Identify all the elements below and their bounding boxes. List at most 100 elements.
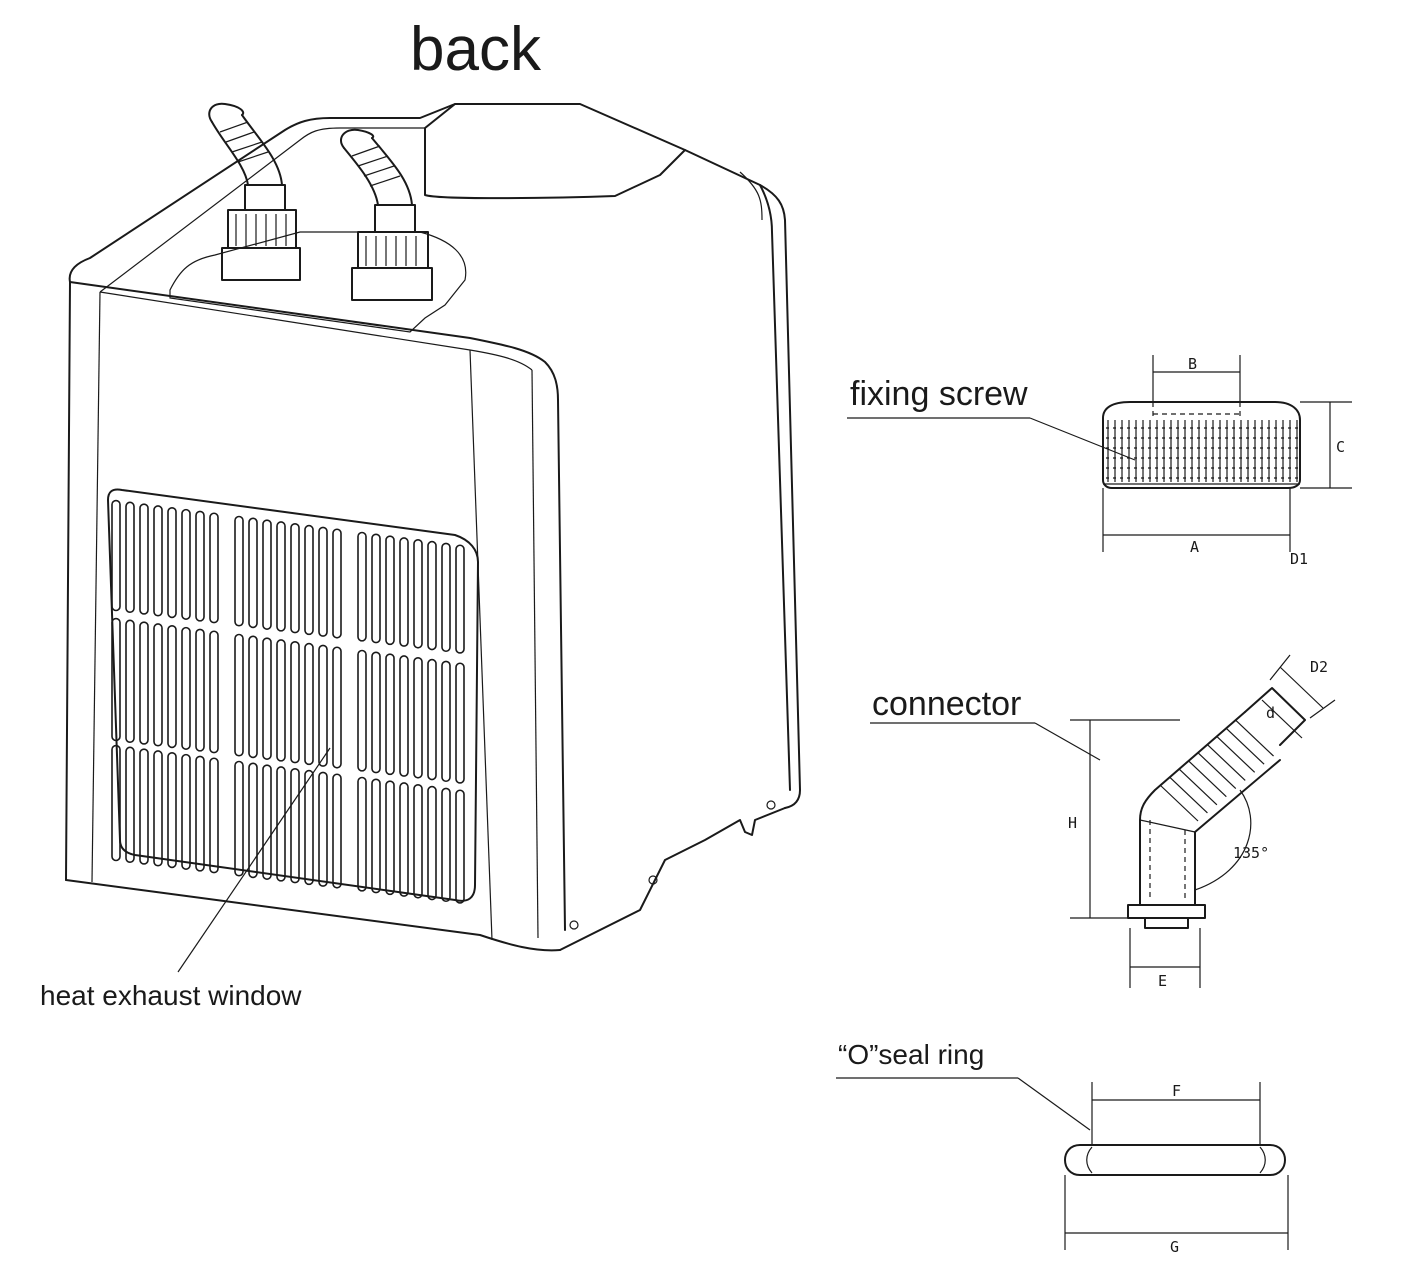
vent-slot	[455, 544, 465, 654]
heat-exhaust-leader-line	[177, 747, 331, 973]
vent-slot	[195, 755, 205, 872]
vent-slot	[399, 782, 409, 897]
fixing-screw-dimensions: B C A D1	[1102, 355, 1352, 568]
vent-slot	[455, 789, 465, 904]
vent-slot	[371, 533, 381, 644]
vent-slot	[111, 499, 121, 612]
dim-d: d	[1266, 704, 1275, 722]
connector-barb-rib	[1225, 727, 1265, 765]
vent-slot	[371, 778, 381, 894]
vent-slot	[234, 760, 244, 877]
vent-slot	[167, 751, 177, 869]
vent-slot	[413, 656, 423, 779]
vent-slot	[276, 521, 286, 632]
vent-slot	[139, 621, 149, 745]
vent-slot	[427, 785, 437, 901]
vent-slot	[195, 628, 205, 752]
vent-slot	[413, 783, 423, 899]
vent-slot	[441, 787, 451, 903]
vent-slot	[262, 519, 272, 630]
vent-slot	[125, 501, 135, 614]
vent-slot	[441, 660, 451, 783]
vent-slots	[111, 499, 465, 904]
vent-slot	[385, 780, 395, 896]
vent-slot	[181, 626, 191, 750]
dim-H: H	[1068, 814, 1077, 832]
chiller-body	[65, 103, 801, 952]
o-seal-ring-part	[1064, 1144, 1286, 1176]
vent-slot	[125, 746, 135, 864]
vent-slot	[399, 655, 409, 777]
o-ring-leader	[1017, 1077, 1091, 1131]
vent-slot	[167, 506, 177, 619]
vent-slot	[181, 753, 191, 870]
title-back: back	[410, 15, 542, 84]
vent-slot	[139, 503, 149, 615]
vent-slot	[332, 773, 342, 889]
vent-slot	[290, 522, 300, 634]
vent-slot	[290, 767, 300, 884]
connector-dimensions: H E D2 d 135°	[1068, 654, 1336, 990]
label-heat-exhaust-window: heat exhaust window	[40, 980, 302, 1011]
vent-slot	[385, 653, 395, 776]
dim-D1: D1	[1290, 550, 1308, 568]
dim-E: E	[1158, 972, 1167, 990]
vent-slot	[318, 771, 328, 887]
vent-slot	[357, 776, 367, 892]
dim-F: F	[1172, 1082, 1181, 1100]
dim-D2: D2	[1310, 658, 1328, 676]
label-connector: connector	[872, 685, 1021, 723]
fixing-screw-leader	[1029, 417, 1136, 461]
dim-G: G	[1170, 1238, 1179, 1256]
vent-slot	[248, 517, 258, 629]
vent-slot	[304, 642, 314, 766]
connector-part	[1127, 687, 1306, 929]
vent-slot	[125, 619, 135, 744]
vent-slot	[153, 623, 163, 747]
vent-slot	[209, 512, 219, 624]
vent-slot	[318, 526, 328, 637]
vent-slot	[153, 750, 163, 867]
connector-barb-rib	[1159, 784, 1199, 822]
vent-slot	[318, 644, 328, 767]
inlet-fitting-left	[208, 102, 301, 281]
label-fixing-screw: fixing screw	[850, 375, 1028, 413]
vent-slot	[371, 651, 381, 774]
vent-slot	[248, 762, 258, 879]
vent-slot	[304, 769, 314, 886]
vent-slot	[441, 542, 451, 653]
heat-exhaust-window	[107, 488, 479, 904]
vent-slot	[209, 757, 219, 874]
fixing-screw-part	[1102, 401, 1301, 489]
dim-C: C	[1336, 438, 1345, 456]
dim-angle: 135°	[1233, 844, 1269, 862]
connector-barb-rib	[1178, 768, 1218, 806]
vent-slot	[209, 630, 219, 754]
vent-slot	[262, 637, 272, 760]
vent-slot	[139, 748, 149, 865]
vent-slot	[153, 505, 163, 617]
vent-slot	[276, 639, 286, 762]
dim-B: B	[1188, 355, 1197, 373]
vent-slot	[111, 617, 121, 742]
connector-barb-rib	[1235, 719, 1274, 757]
connector-barb-rib	[1216, 735, 1256, 773]
vent-slot	[181, 508, 191, 620]
vent-slot	[195, 510, 205, 622]
vent-slot	[427, 540, 437, 651]
vent-slot	[290, 640, 300, 764]
vent-slot	[332, 646, 342, 769]
vent-slot	[234, 633, 244, 757]
vent-slot	[332, 528, 342, 639]
outlet-fitting-right	[339, 128, 433, 301]
vent-slot	[276, 766, 286, 882]
connector-barb-rib	[1187, 760, 1227, 798]
dim-A: A	[1190, 538, 1199, 556]
vent-slot	[248, 635, 258, 759]
vent-slot	[304, 524, 314, 636]
connector-leader	[1034, 722, 1101, 761]
label-o-seal-ring: “O”seal ring	[838, 1039, 984, 1070]
vent-slot	[234, 515, 244, 627]
